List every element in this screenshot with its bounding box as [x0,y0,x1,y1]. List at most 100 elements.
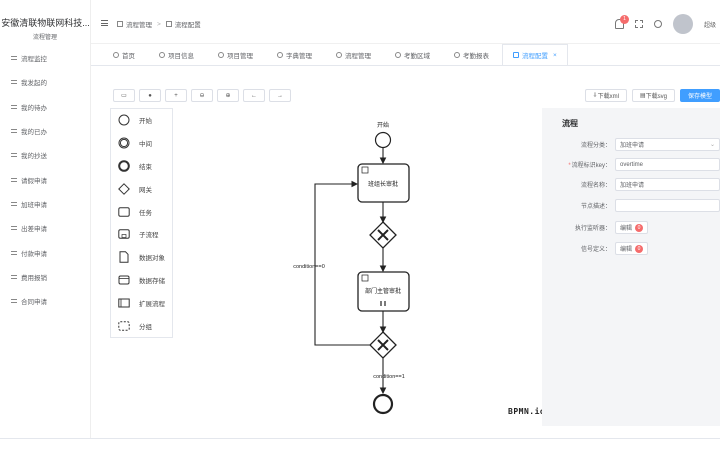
palette-item-label: 数据对象 [139,255,165,263]
sidebar-item-expense-claim[interactable]: 费用报销 [0,265,90,289]
sidebar-item-my-cc[interactable]: 我的抄送 [0,143,90,167]
menu-icon [11,201,17,207]
zoom-out-button[interactable]: ⊖ [191,89,213,102]
prop-row-category: 流程分类： 加班申请 ⌄ [542,138,720,151]
sidebar-item-my-todo[interactable]: 我的待办 [0,95,90,119]
palette-item-task[interactable]: 任务 [111,200,172,223]
tab-label: 流程管理 [345,53,371,60]
tab-home[interactable]: 首页 [102,44,146,65]
process-key-input[interactable]: overtime [615,158,720,171]
close-icon[interactable]: × [553,51,557,59]
user-task-icon [361,274,369,282]
edit-listener-label: 编辑 [620,226,633,232]
properties-title: 流程 [562,119,578,128]
palette-item-data-object[interactable]: 数据对象 [111,246,172,269]
save-model-button[interactable]: 保存模型 [679,89,720,102]
notification-badge: 1 [620,15,629,24]
sidebar-item-my-initiated[interactable]: 我发起的 [0,70,90,94]
fullscreen-icon[interactable] [635,20,643,28]
sidebar-item-my-done[interactable]: 我的已办 [0,119,90,143]
download-xml-label: 下载xml [597,94,619,100]
sidebar-item-label: 出差申请 [21,226,47,234]
bottom-scrollbar[interactable] [0,438,720,450]
category-select[interactable]: 加班申请 ⌄ [615,138,720,151]
sidebar-item-overtime-request[interactable]: 加班申请 [0,192,90,216]
palette-item-start[interactable]: 开始 [111,109,172,132]
report-icon [454,52,460,58]
sidebar-item-process-monitor[interactable]: 流程监控 [0,46,90,70]
breadcrumb-item[interactable]: 流程管理 [126,22,152,29]
edit-listener-button[interactable]: 编辑 0 [615,221,649,234]
palette-item-subprocess[interactable]: 子流程 [111,223,172,246]
sidebar-item-travel-request[interactable]: 出差申请 [0,216,90,240]
download-svg-button[interactable]: ▤ 下载svg [631,89,675,102]
end-condition-label: condition==1 [373,374,405,380]
download-xml-button[interactable]: ⇩ 下载xml [584,89,627,102]
undo-button[interactable]: ← [243,89,265,102]
tab-process-config[interactable]: 流程配置× [502,44,568,65]
sidebar-item-leave-request[interactable]: 请假申请 [0,167,90,191]
palette-item-pool[interactable]: 扩展流程 [111,291,172,314]
menu-icon [11,79,17,85]
loop-condition-label: condition==0 [293,264,325,270]
sidebar-item-contract-request[interactable]: 合同申请 [0,289,90,313]
bpmn-diagram[interactable]: 开始 班组长审批 部门主管审批 condition==0 condition==… [91,67,720,438]
tab-attendance-report[interactable]: 考勤报表 [443,44,500,65]
palette-item-end[interactable]: 结束 [111,155,172,178]
pool-icon [118,298,130,308]
process-name-input[interactable]: 加班申请 [615,178,720,191]
hamburger-icon[interactable] [101,20,108,26]
prop-row-name: 流程名称： 加班申请 [542,178,720,191]
tab-label: 首页 [122,53,135,60]
sidebar-item-label: 请假申请 [21,177,47,185]
modeler-actions: ⇩ 下载xml ▤ 下载svg 保存模型 [584,89,720,102]
menu-icon [11,298,17,304]
tab-project-info[interactable]: 项目信息 [148,44,205,65]
edit-signal-button[interactable]: 编辑 0 [615,242,649,255]
palette-item-intermediate[interactable]: 中间 [111,132,172,155]
palette-item-group[interactable]: 分组 [111,314,172,337]
data-object-icon [119,251,129,263]
prop-row-listener: 执行监听器： 编辑 0 [542,221,720,234]
node-desc-input[interactable] [615,199,720,212]
category-value: 加班申请 [620,143,645,149]
tab-project-manage[interactable]: 项目管理 [207,44,264,65]
palette-item-label: 结束 [139,163,152,171]
palette-item-label: 数据存储 [139,277,165,285]
menu-icon [336,52,342,58]
tab-attendance-area[interactable]: 考勤区域 [384,44,441,65]
menu-icon [11,152,17,158]
listener-label: 执行监听器： [574,226,611,232]
required-mark: * [568,163,571,169]
config-icon [513,52,519,58]
menu-icon [11,55,17,61]
data-store-icon [118,275,130,285]
avatar[interactable] [673,14,693,34]
task-team-leader-label: 班组长审批 [368,180,398,188]
open-file-button[interactable]: ▭ [113,89,135,102]
refresh-icon[interactable] [654,20,662,28]
bpmn-io-logo[interactable]: BPMN.io [508,407,546,416]
zoom-in-button[interactable]: ⊕ [217,89,239,102]
palette-item-gateway[interactable]: 网关 [111,177,172,200]
palette-item-data-store[interactable]: 数据存储 [111,269,172,292]
menu-icon [11,128,17,134]
sidebar-item-label: 付款申请 [21,250,47,258]
sidebar-item-label: 我的已办 [21,129,47,137]
zoom-reset-button[interactable]: + [165,89,187,102]
bell-icon[interactable]: 1 [615,15,629,29]
redo-button[interactable]: → [269,89,291,102]
username[interactable]: 超级 [704,22,717,29]
prop-row-desc: 节点描述： [542,199,720,212]
tab-dict-manage[interactable]: 字典管理 [266,44,323,65]
desc-label: 节点描述： [580,204,611,210]
name-label: 流程名称： [580,183,611,189]
end-event [372,393,394,415]
tab-process-manage[interactable]: 流程管理 [325,44,382,65]
prop-row-key: *流程标识key： overtime [542,158,720,171]
sidebar-item-payment-request[interactable]: 付款申请 [0,240,90,264]
brand-subtitle: 流程管理 [32,35,57,41]
record-button[interactable]: ● [139,89,161,102]
modeler-toolbar: ▭ ● + ⊖ ⊕ ← → [113,89,291,102]
